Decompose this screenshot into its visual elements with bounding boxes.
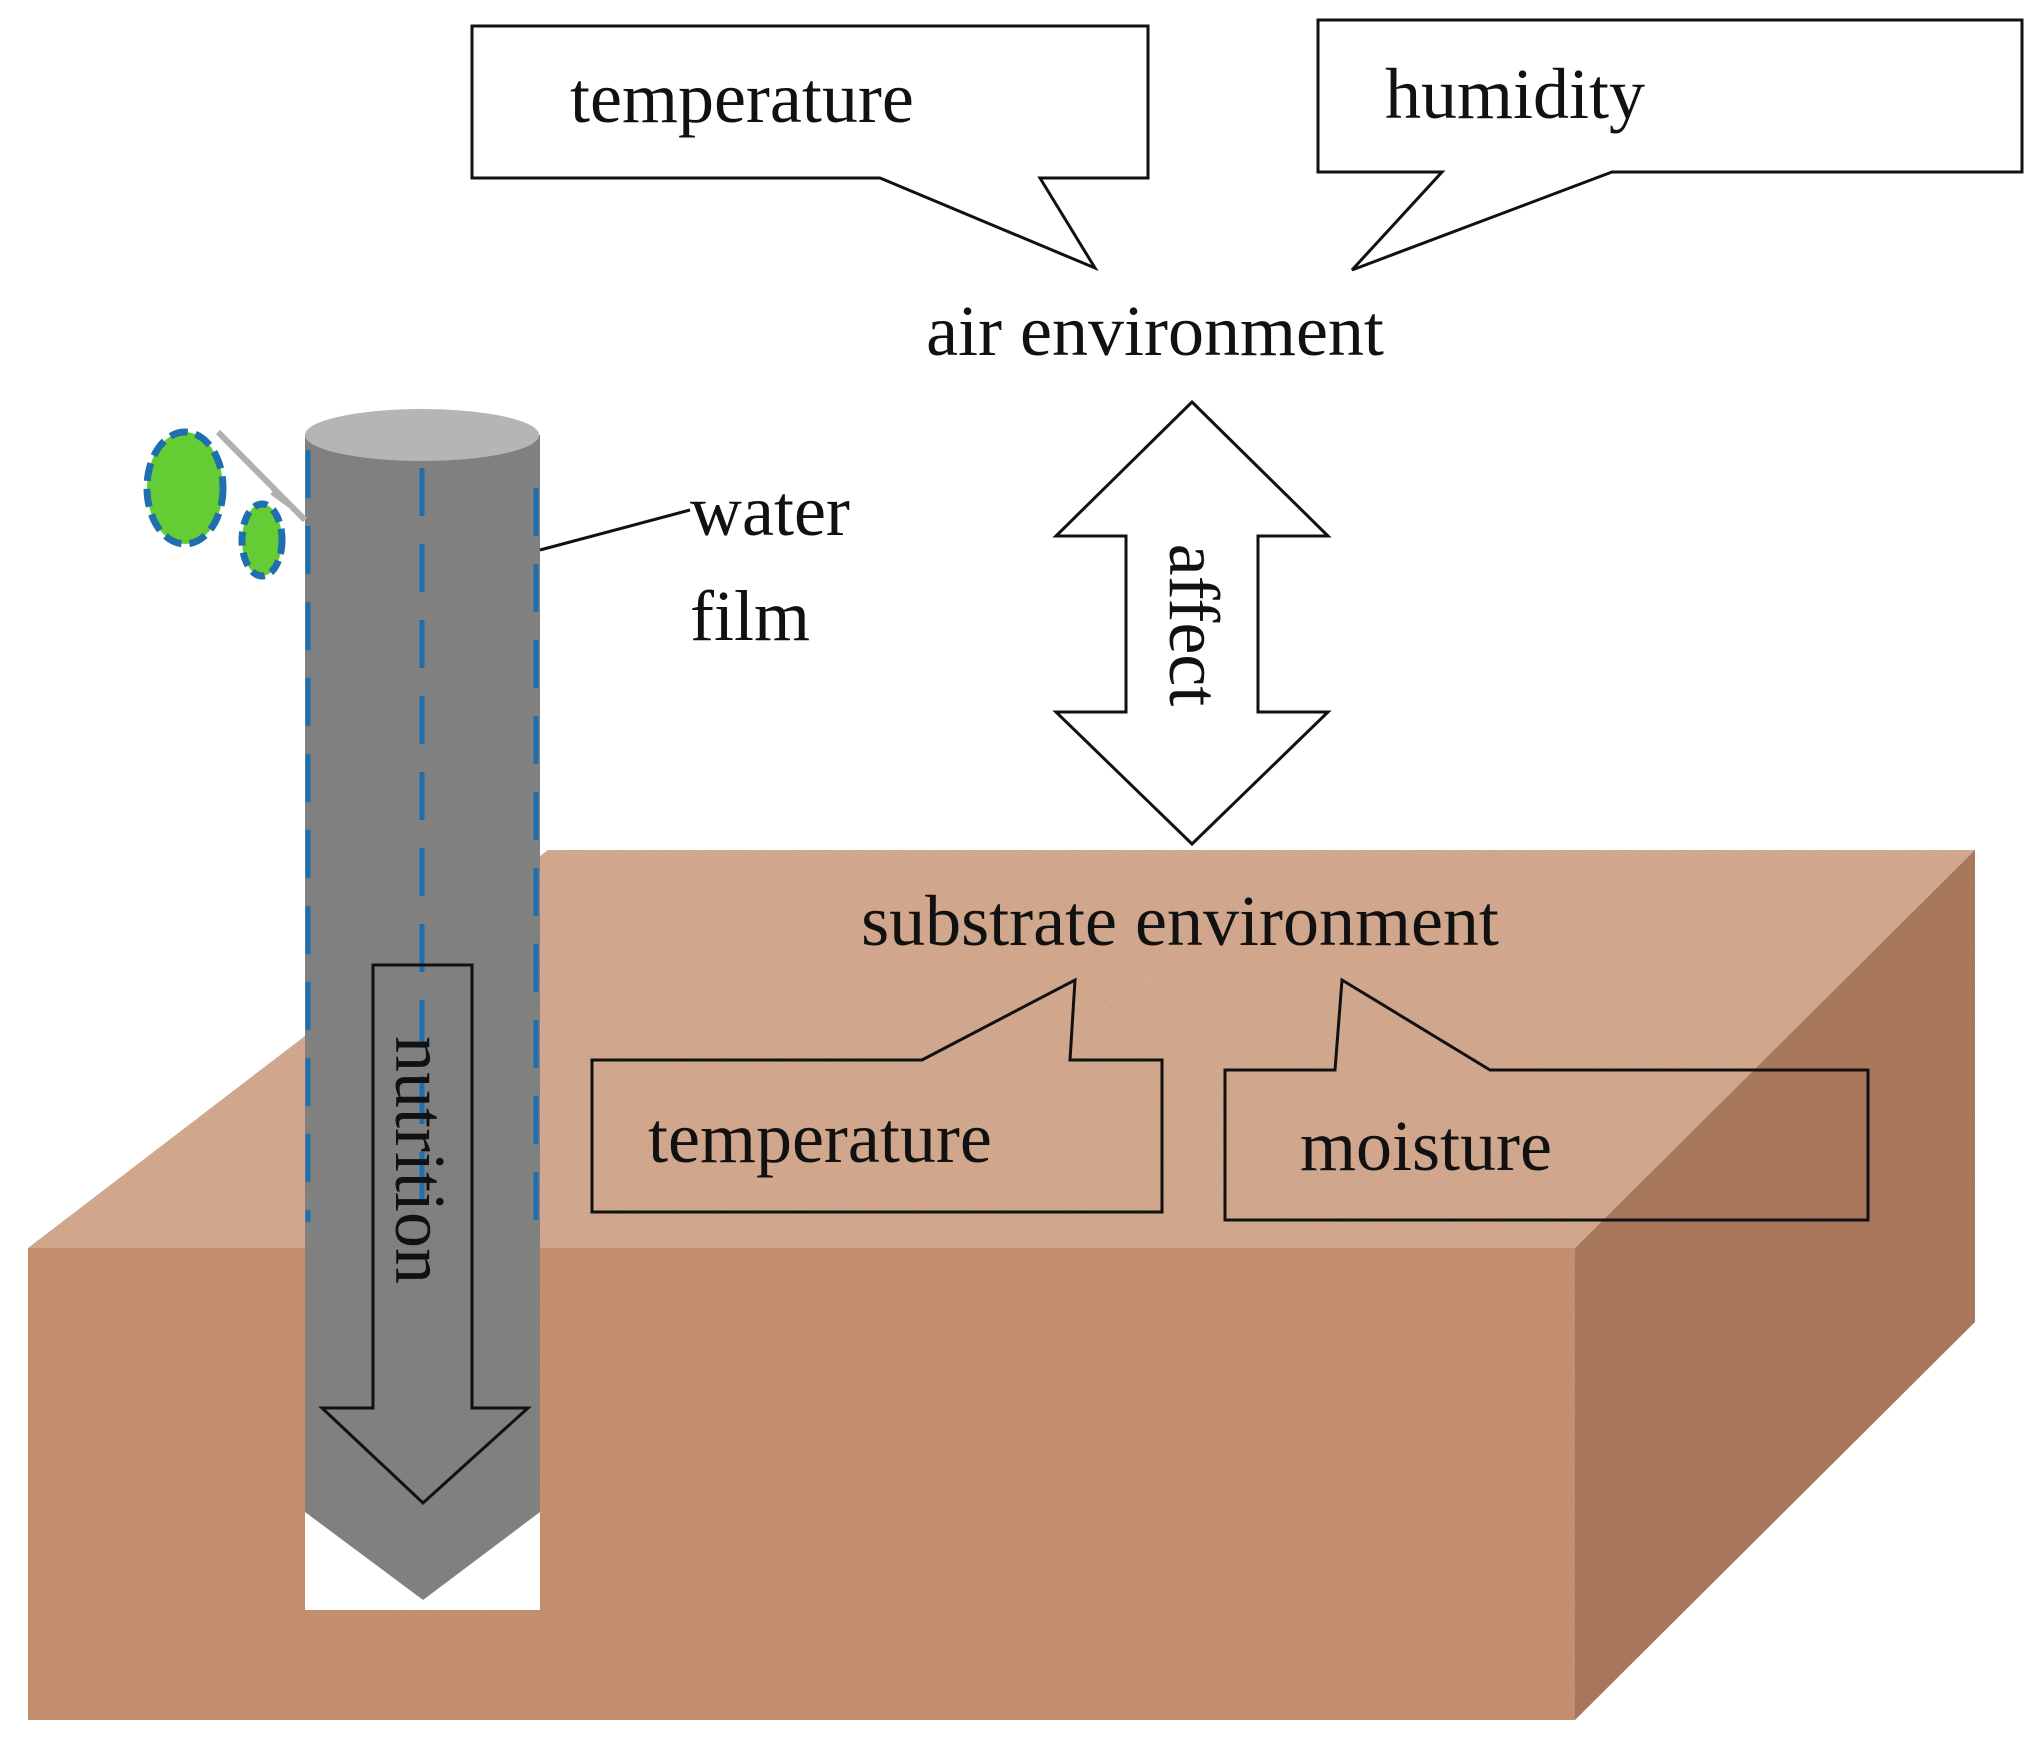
air-environment-label: air environment bbox=[926, 291, 1384, 371]
substrate-moisture-callout bbox=[1223, 977, 1870, 1222]
stem bbox=[305, 409, 540, 1600]
air-humidity-label: humidity bbox=[1385, 54, 1645, 134]
stem-top bbox=[305, 409, 539, 461]
nutrition-label: nutrition bbox=[380, 1036, 460, 1284]
water-film-leader bbox=[539, 508, 691, 552]
substrate-environment-label: substrate environment bbox=[861, 881, 1499, 961]
affect-label: affect bbox=[1154, 544, 1234, 707]
air-humidity-callout bbox=[1316, 18, 2024, 272]
down-arrow-icon bbox=[318, 963, 532, 1506]
substrate-temperature-callout bbox=[590, 977, 1164, 1214]
double-arrow-icon bbox=[1052, 399, 1332, 847]
substrate-moisture-label: moisture bbox=[1300, 1106, 1552, 1186]
water-film-label-line2: film bbox=[690, 576, 810, 656]
air-temperature-callout bbox=[470, 24, 1150, 272]
water-film-label-line1: water bbox=[690, 471, 850, 551]
substrate-temperature-label: temperature bbox=[648, 1098, 992, 1178]
air-temperature-label: temperature bbox=[570, 58, 914, 138]
leaf-icon bbox=[143, 428, 308, 580]
